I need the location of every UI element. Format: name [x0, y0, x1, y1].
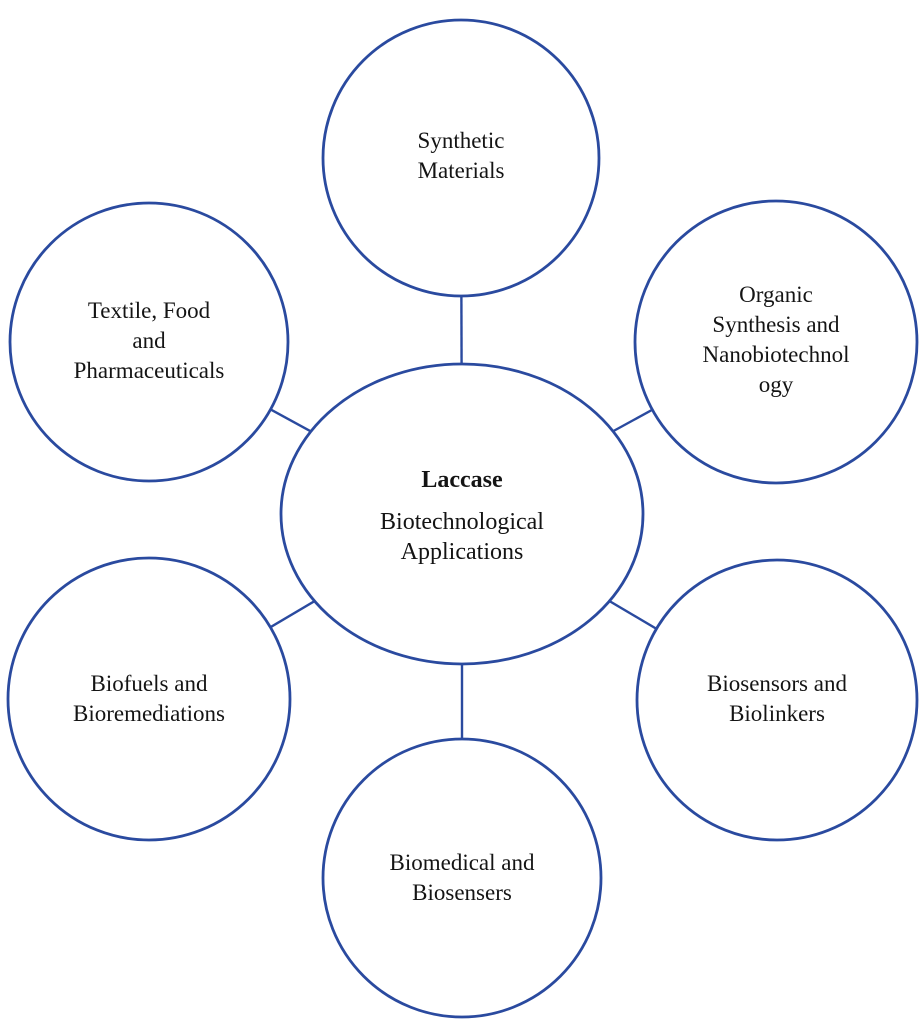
node-circle-textile-food-pharmaceuticals	[8, 201, 290, 483]
node-circle-biosensors-biolinkers	[635, 558, 919, 842]
center-subtitle: Biotechnological Applications	[380, 509, 544, 565]
node-label-textile-food-pharmaceuticals: Textile, Food and Pharmaceuticals	[73, 298, 225, 383]
center-ellipse	[279, 362, 645, 666]
node-label-biomedical-biosensers: Biomedical and Biosensers	[389, 850, 535, 905]
node-circle-synthetic-materials	[321, 18, 601, 298]
node-circle-biofuels-bioremediations	[6, 556, 292, 842]
center-title: Laccase	[421, 467, 503, 493]
center-label: Laccase Biotechnological Applications	[312, 465, 612, 567]
node-circle-biomedical-biosensers	[321, 737, 603, 1019]
node-label-biosensors-biolinkers: Biosensors and Biolinkers	[707, 671, 847, 726]
node-label-organic-synthesis-nanobiotechnology: Organic Synthesis and Nanobiotechnol ogy	[702, 282, 850, 397]
node-label-synthetic-materials: Synthetic Materials	[417, 128, 505, 183]
node-label-biofuels-bioremediations: Biofuels and Bioremediations	[72, 671, 226, 726]
node-circle-organic-synthesis-nanobiotechnology	[633, 199, 919, 485]
